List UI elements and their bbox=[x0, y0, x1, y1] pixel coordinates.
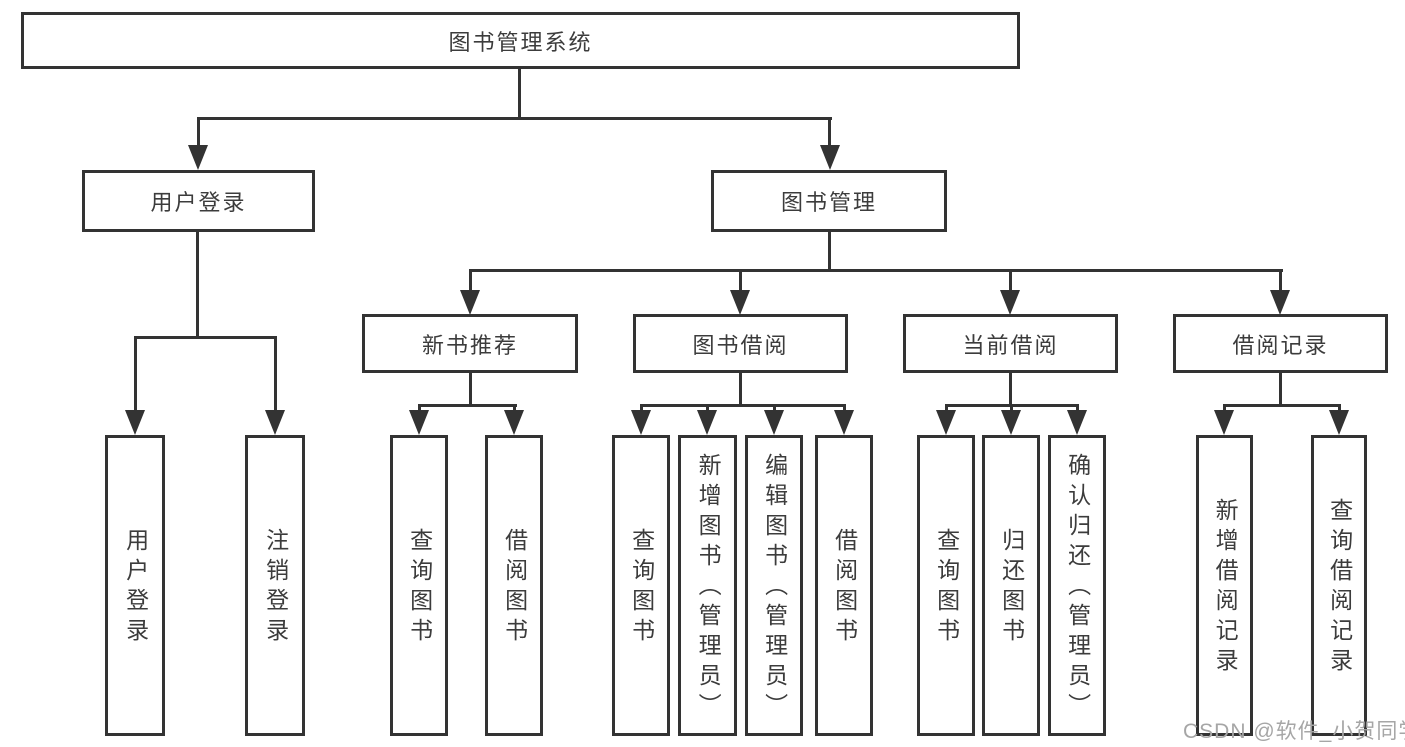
connector-book-mgmt-drop bbox=[828, 117, 831, 148]
leaf-edit-books-admin-label: 编辑图书（管理员） bbox=[761, 452, 788, 723]
leaf-query-borrow-record-label: 查询借阅记录 bbox=[1326, 497, 1353, 678]
leaf-borrow-books-borrowing: 借阅图书 bbox=[815, 435, 873, 736]
leaf-query-books-current: 查询图书 bbox=[917, 435, 975, 736]
arrow-down-icon bbox=[460, 290, 480, 315]
connector-recommend-hline bbox=[418, 404, 517, 407]
node-user-login-branch-label: 用户登录 bbox=[150, 190, 247, 215]
connector-root-hline bbox=[197, 117, 832, 120]
arrow-down-icon bbox=[1270, 290, 1290, 315]
arrow-down-icon bbox=[1067, 410, 1087, 435]
connector-user-login-drop bbox=[197, 117, 200, 148]
node-new-book-recommendation: 新书推荐 bbox=[362, 314, 578, 373]
connector-root-stem bbox=[518, 69, 521, 119]
node-book-borrowing: 图书借阅 bbox=[633, 314, 848, 373]
leaf-borrow-books-recommend: 借阅图书 bbox=[485, 435, 543, 736]
connector-borrowing-hline bbox=[640, 404, 846, 407]
leaf-confirm-return-admin-label: 确认归还（管理员） bbox=[1064, 452, 1091, 723]
connector-leaf-drop bbox=[1223, 404, 1226, 413]
leaf-borrow-books-borrowing-label: 借阅图书 bbox=[831, 527, 858, 648]
leaf-return-books: 归还图书 bbox=[982, 435, 1040, 736]
connector-leaf-drop bbox=[274, 336, 277, 412]
arrow-down-icon bbox=[125, 410, 145, 435]
connector-records-stem bbox=[1279, 373, 1282, 407]
arrow-down-icon bbox=[188, 145, 208, 170]
arrow-down-icon bbox=[1214, 410, 1234, 435]
connector-book-mgmt-stem bbox=[828, 232, 831, 272]
connector-recommend-stem bbox=[469, 373, 472, 407]
leaf-confirm-return-admin: 确认归还（管理员） bbox=[1048, 435, 1106, 736]
node-library-system-label: 图书管理系统 bbox=[448, 29, 593, 55]
connector-leaf-drop bbox=[640, 404, 643, 413]
arrow-down-icon bbox=[265, 410, 285, 435]
connector-leaf-drop bbox=[706, 404, 709, 413]
node-borrowing-records: 借阅记录 bbox=[1173, 314, 1388, 373]
connector-level3-drop bbox=[739, 269, 742, 293]
leaf-borrow-books-recommend-label: 借阅图书 bbox=[501, 527, 528, 648]
node-borrowing-records-label: 借阅记录 bbox=[1232, 332, 1329, 358]
connector-records-hline bbox=[1223, 404, 1341, 407]
connector-leaf-drop bbox=[945, 404, 948, 413]
connector-leaf-drop bbox=[773, 404, 776, 413]
arrow-down-icon bbox=[409, 410, 429, 435]
arrow-down-icon bbox=[1000, 290, 1020, 315]
arrow-down-icon bbox=[504, 410, 524, 435]
leaf-add-books-admin: 新增图书（管理员） bbox=[678, 435, 737, 736]
node-library-system: 图书管理系统 bbox=[21, 12, 1020, 69]
node-current-borrowing-label: 当前借阅 bbox=[962, 332, 1059, 358]
arrow-down-icon bbox=[834, 410, 854, 435]
node-book-management-branch-label: 图书管理 bbox=[780, 190, 877, 215]
leaf-query-books-current-label: 查询图书 bbox=[933, 527, 960, 648]
leaf-query-books-borrowing-label: 查询图书 bbox=[628, 527, 655, 648]
arrow-down-icon bbox=[936, 410, 956, 435]
connector-current-stem bbox=[1009, 373, 1012, 407]
node-book-management-branch: 图书管理 bbox=[711, 170, 947, 232]
connector-level3-drop bbox=[469, 269, 472, 293]
arrow-down-icon bbox=[764, 410, 784, 435]
leaf-user-login-label: 用户登录 bbox=[122, 527, 149, 648]
connector-leaf-drop bbox=[1010, 404, 1013, 413]
connector-book-mgmt-hline bbox=[469, 269, 1283, 272]
connector-leaf-drop bbox=[134, 336, 137, 412]
leaf-logout: 注销登录 bbox=[245, 435, 305, 736]
leaf-query-books-recommend: 查询图书 bbox=[390, 435, 448, 736]
arrow-down-icon bbox=[1329, 410, 1349, 435]
arrow-down-icon bbox=[820, 145, 840, 170]
arrow-down-icon bbox=[631, 410, 651, 435]
connector-level3-drop bbox=[1009, 269, 1012, 293]
leaf-add-borrow-record-label: 新增借阅记录 bbox=[1212, 497, 1239, 678]
node-user-login-branch: 用户登录 bbox=[82, 170, 315, 232]
leaf-user-login: 用户登录 bbox=[105, 435, 165, 736]
arrow-down-icon bbox=[1001, 410, 1021, 435]
leaf-add-books-admin-label: 新增图书（管理员） bbox=[695, 452, 722, 723]
node-current-borrowing: 当前借阅 bbox=[903, 314, 1118, 373]
connector-leaf-drop bbox=[1076, 404, 1079, 413]
connector-level3-drop bbox=[1279, 269, 1282, 293]
csdn-watermark: CSDN @软件_小贺同学 bbox=[1183, 720, 1405, 743]
arrow-down-icon bbox=[730, 290, 750, 315]
connector-leaf-drop bbox=[843, 404, 846, 413]
connector-leaf-drop bbox=[418, 404, 421, 413]
connector-leaf-drop bbox=[1338, 404, 1341, 413]
leaf-edit-books-admin: 编辑图书（管理员） bbox=[745, 435, 803, 736]
leaf-return-books-label: 归还图书 bbox=[998, 527, 1025, 648]
connector-leaf-drop bbox=[513, 404, 516, 413]
arrow-down-icon bbox=[697, 410, 717, 435]
node-new-book-recommendation-label: 新书推荐 bbox=[421, 332, 518, 358]
leaf-query-books-borrowing: 查询图书 bbox=[612, 435, 670, 736]
connector-borrowing-stem bbox=[739, 373, 742, 407]
connector-user-login-hline bbox=[134, 336, 277, 339]
leaf-logout-label: 注销登录 bbox=[262, 527, 289, 648]
leaf-query-books-recommend-label: 查询图书 bbox=[406, 527, 433, 648]
leaf-add-borrow-record: 新增借阅记录 bbox=[1196, 435, 1253, 736]
node-book-borrowing-label: 图书借阅 bbox=[692, 332, 789, 358]
leaf-query-borrow-record: 查询借阅记录 bbox=[1311, 435, 1367, 736]
connector-user-login-stem bbox=[196, 232, 199, 339]
